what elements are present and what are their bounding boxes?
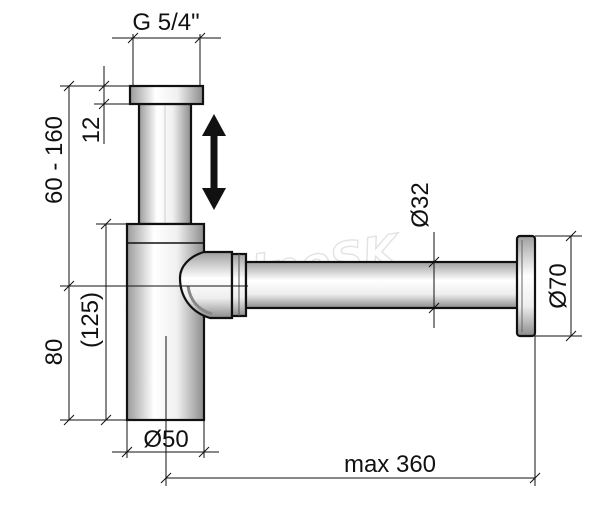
rosette-diameter-label: Ø70 <box>545 263 572 308</box>
top-flange <box>128 84 205 106</box>
max-length-label: max 360 <box>344 451 436 478</box>
adjust-range-label: 60 - 160 <box>41 116 68 204</box>
wall-rosette <box>515 234 537 338</box>
siphon-body <box>125 84 537 422</box>
thread-label: G 5/4" <box>132 9 199 36</box>
dimension-lines: G 5/4" 12 60 - 160 (125) 80 Ø50 <box>41 9 582 486</box>
pipe-diameter-label: Ø32 <box>407 182 434 227</box>
outlet-height-label: 80 <box>41 339 68 366</box>
flange-height-label: 12 <box>78 117 105 144</box>
body-height-label: (125) <box>77 292 104 348</box>
elbow-shade <box>186 285 213 316</box>
horizontal-pipe <box>244 260 520 310</box>
height-adjust-arrow-icon <box>202 114 226 210</box>
